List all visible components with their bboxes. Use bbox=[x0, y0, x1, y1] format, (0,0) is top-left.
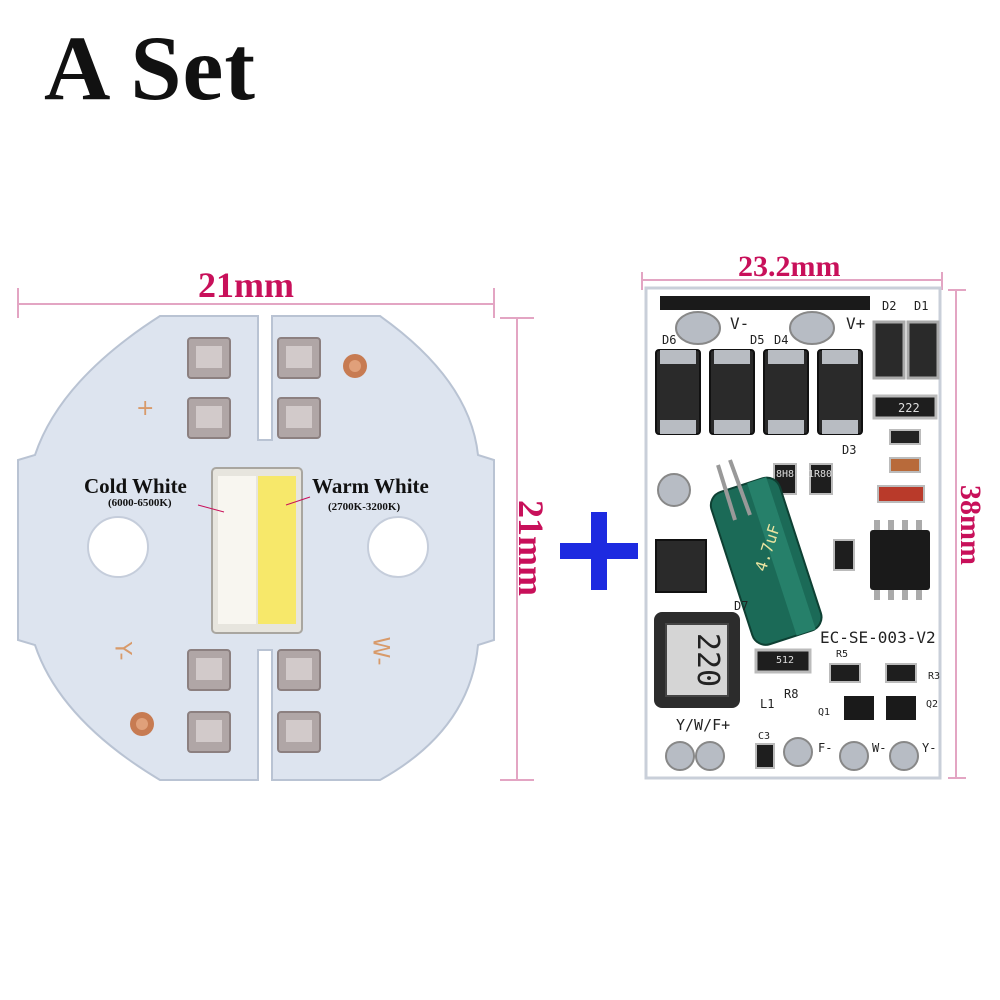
driver-c3: C3 bbox=[758, 731, 771, 742]
driver-r-222: 222 bbox=[898, 401, 920, 415]
driver-board-graphic bbox=[641, 272, 966, 780]
title: A Set bbox=[44, 17, 256, 119]
driver-d4: D4 bbox=[774, 333, 789, 347]
driver-r-512: 512 bbox=[776, 655, 795, 666]
driver-q2: Q2 bbox=[926, 699, 939, 710]
driver-d1: D1 bbox=[914, 299, 929, 313]
led-y-mark: Y- bbox=[109, 641, 135, 661]
driver-y-minus: Y- bbox=[922, 741, 937, 755]
led-plus-mark: + bbox=[136, 396, 155, 421]
warm-white-label: Warm White bbox=[312, 474, 429, 498]
driver-bottom-text: Y/W/F+ bbox=[676, 716, 731, 734]
led-width-label: 21mm bbox=[198, 265, 294, 305]
driver-l1: L1 bbox=[760, 697, 775, 711]
driver-r3: R3 bbox=[928, 671, 941, 682]
driver-w-minus: W- bbox=[872, 741, 887, 755]
led-w-mark: W- bbox=[367, 636, 393, 666]
driver-r-1r8: 1R80 bbox=[808, 469, 833, 480]
inductor-value: 220 bbox=[690, 632, 726, 688]
plus-icon bbox=[560, 512, 638, 590]
driver-r5: R5 bbox=[836, 649, 849, 660]
driver-d6: D6 bbox=[662, 333, 677, 347]
driver-r-8h8: 8H8 bbox=[776, 469, 795, 480]
driver-v-minus: V- bbox=[730, 314, 750, 333]
driver-d2: D2 bbox=[882, 299, 897, 313]
driver-r8: R8 bbox=[784, 687, 799, 701]
driver-d5: D5 bbox=[750, 333, 765, 347]
driver-q1: Q1 bbox=[818, 707, 831, 718]
driver-d3: D3 bbox=[842, 443, 857, 457]
driver-f-minus: F- bbox=[818, 741, 833, 755]
led-board-graphic bbox=[17, 288, 534, 781]
driver-board bbox=[560, 0, 1000, 1000]
driver-v-plus: V+ bbox=[846, 314, 866, 333]
driver-width-label: 23.2mm bbox=[738, 250, 841, 283]
cold-white-label: Cold White bbox=[84, 474, 187, 498]
cold-white-temp: (6000-6500K) bbox=[108, 497, 172, 509]
driver-d7: D7 bbox=[734, 599, 749, 613]
warm-white-temp: (2700K-3200K) bbox=[328, 501, 401, 513]
led-board bbox=[17, 288, 534, 781]
driver-model: EC-SE-003-V2 bbox=[820, 628, 936, 647]
